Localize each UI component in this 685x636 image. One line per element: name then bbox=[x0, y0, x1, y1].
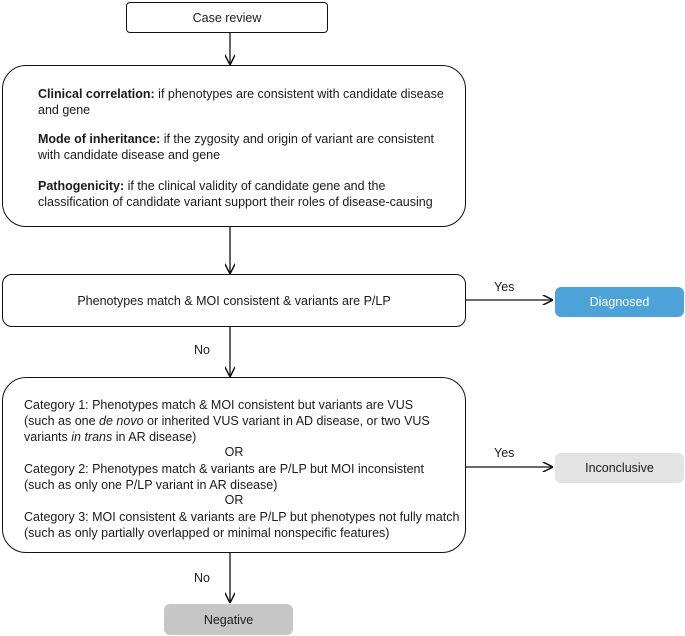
yes-label-diagnosed: Yes bbox=[494, 280, 515, 294]
inconclusive-label: Inconclusive bbox=[585, 461, 654, 475]
diagnosed-outcome: Diagnosed bbox=[555, 287, 684, 317]
case-review-box: Case review bbox=[126, 2, 328, 33]
clinical-correlation-desc-2: and gene bbox=[38, 103, 91, 117]
category-2-title: Category 2: Phenotypes match & variants … bbox=[24, 462, 424, 476]
category-1-detail-1: (such as one de novo or inherited VUS va… bbox=[24, 414, 430, 428]
negative-label: Negative bbox=[203, 612, 254, 627]
pathogenicity-desc-2: classification of candidate variant supp… bbox=[38, 195, 433, 209]
category-1-title: Category 1: Phenotypes match & MOI consi… bbox=[24, 398, 414, 412]
categories-box bbox=[2, 377, 466, 553]
inconclusive-outcome: Inconclusive bbox=[555, 453, 684, 483]
criteria-box bbox=[2, 65, 466, 227]
no-label-negative: No bbox=[194, 571, 210, 585]
mode-of-inheritance-desc-1: if the zygosity and origin of variant ar… bbox=[160, 132, 434, 146]
category-3-text: Category 3: MOI consistent & variants ar… bbox=[24, 509, 462, 541]
no-label-categories: No bbox=[194, 343, 210, 357]
or-separator-1: OR bbox=[224, 445, 244, 459]
or-separator-2: OR bbox=[224, 493, 244, 507]
category-3-title: Category 3: MOI consistent & variants ar… bbox=[24, 510, 460, 524]
negative-outcome: Negative bbox=[164, 604, 293, 635]
category-2-text: Category 2: Phenotypes match & variants … bbox=[24, 461, 462, 493]
diagnosed-label: Diagnosed bbox=[589, 295, 650, 309]
clinical-correlation-text: Clinical correlation: if phenotypes are … bbox=[38, 86, 458, 118]
category-2-detail: (such as only one P/LP variant in AR dis… bbox=[24, 478, 278, 492]
case-review-label: Case review bbox=[192, 10, 262, 25]
mode-of-inheritance-text: Mode of inheritance: if the zygosity and… bbox=[38, 131, 458, 163]
clinical-correlation-label: Clinical correlation: bbox=[38, 87, 155, 101]
pathogenicity-text: Pathogenicity: if the clinical validity … bbox=[38, 178, 458, 210]
pathogenicity-label: Pathogenicity: bbox=[38, 179, 125, 193]
mode-of-inheritance-desc-2: with candidate disease and gene bbox=[38, 148, 221, 162]
category-1-text: Category 1: Phenotypes match & MOI consi… bbox=[24, 397, 462, 445]
clinical-correlation-desc-1: if phenotypes are consistent with candid… bbox=[154, 87, 444, 101]
category-1-detail-2: variants in trans in AR disease) bbox=[24, 430, 197, 444]
match-decision-label: Phenotypes match & MOI consistent & vari… bbox=[77, 293, 391, 308]
category-3-detail: (such as only partially overlapped or mi… bbox=[24, 526, 390, 540]
match-decision-box: Phenotypes match & MOI consistent & vari… bbox=[2, 274, 466, 327]
mode-of-inheritance-label: Mode of inheritance: bbox=[38, 132, 161, 146]
yes-label-inconclusive: Yes bbox=[494, 446, 515, 460]
pathogenicity-desc-1: if the clinical validity of candidate ge… bbox=[124, 179, 386, 193]
